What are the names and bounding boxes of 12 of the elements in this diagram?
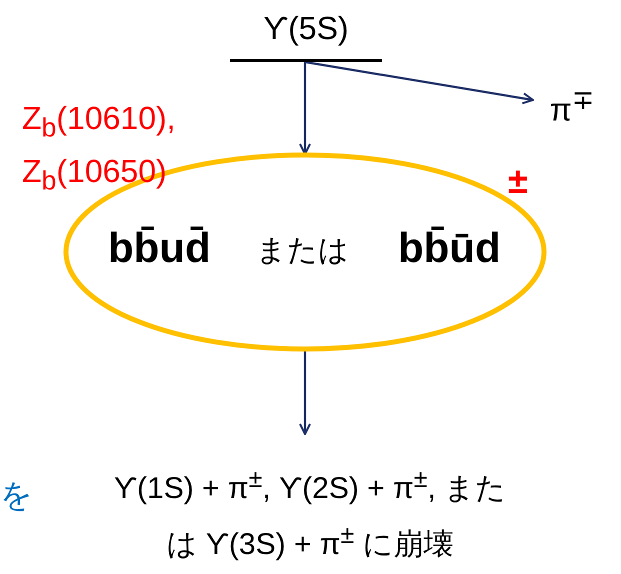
particle-name: Z$_{b}$(10610), Z$_{b}$(10650) (22, 99, 177, 198)
quark-content: bb̄ūd (398, 224, 501, 272)
charge-sign: ± (508, 160, 528, 202)
conjunction-text: または (256, 233, 349, 269)
cut-off-text: を (0, 476, 33, 515)
particle-label: π$^{∓}$ (548, 84, 596, 130)
particle-label: ϒ(5S) (262, 9, 350, 48)
decay-text: ϒ(1S) + π$^{±}$, ϒ(2S) + π$^{±}$, または ϒ(3S) + π$^{±}$ に崩壊 (112, 464, 508, 563)
quark-content: bb̄ud̄ (108, 224, 211, 272)
arrow (299, 351, 311, 435)
arrow (299, 62, 311, 155)
arrow (304, 60, 534, 104)
